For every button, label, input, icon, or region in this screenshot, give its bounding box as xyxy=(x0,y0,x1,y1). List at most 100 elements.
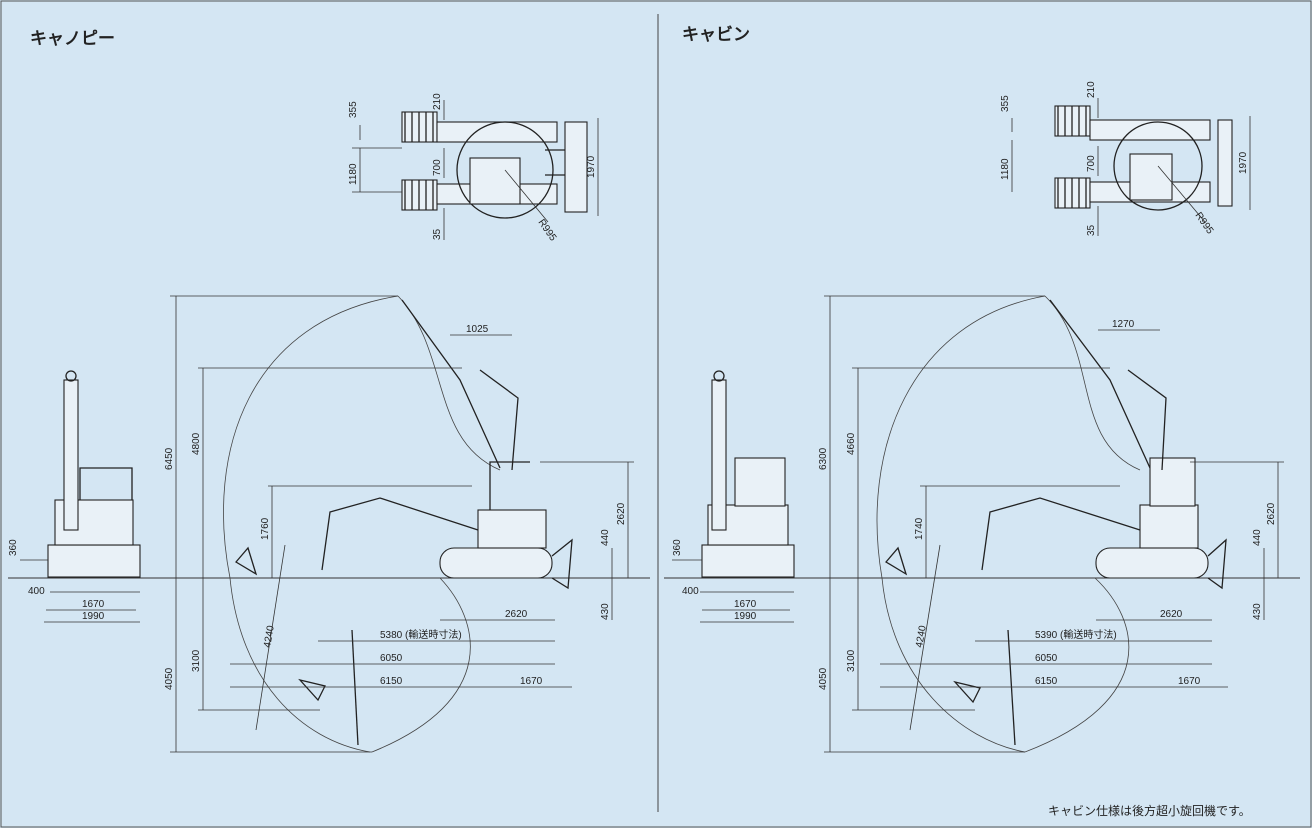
dim-1180: 1180 xyxy=(348,163,359,185)
cab-top xyxy=(1129,153,1173,201)
dim-6300: 6300 xyxy=(818,447,829,470)
side-view: 1270 6300 4660 1740 2620 440 430 2620 53… xyxy=(664,295,1300,753)
boom-raised xyxy=(1049,299,1151,469)
dim-430: 430 xyxy=(1252,603,1263,620)
dim-6150: 6150 xyxy=(380,676,403,687)
boom-raised xyxy=(401,299,501,469)
dim-440: 440 xyxy=(1252,529,1263,546)
arm-raised xyxy=(1127,369,1167,471)
dim-35: 35 xyxy=(432,228,443,240)
dim-r995: R995 xyxy=(536,217,559,243)
dim-210: 210 xyxy=(1086,81,1097,98)
blade-teeth xyxy=(404,112,434,142)
dim-r995: R995 xyxy=(1193,210,1216,236)
cabin-side xyxy=(1149,457,1196,507)
dim-5380: 5380 (輸送時寸法) xyxy=(380,628,462,641)
dim-400: 400 xyxy=(682,586,699,597)
footnote: キャビン仕様は後方超小旋回機です。 xyxy=(1048,803,1251,818)
dim-1990: 1990 xyxy=(82,611,105,622)
top-view: 355 1180 210 700 35 1970 R995 xyxy=(1000,81,1251,237)
boom-front xyxy=(63,379,79,531)
working-range-arc xyxy=(876,295,1046,753)
cabin-front xyxy=(734,457,786,507)
arm-lowered xyxy=(1007,629,1016,746)
dim-355: 355 xyxy=(348,101,359,118)
boom-extended xyxy=(321,497,479,571)
dim-1025: 1025 xyxy=(466,324,489,335)
dim-6050: 6050 xyxy=(1035,653,1058,664)
undercarriage-front xyxy=(47,544,141,578)
upper-structure xyxy=(1139,504,1199,549)
turntable-circle xyxy=(456,121,554,219)
dim-35: 35 xyxy=(1086,224,1097,236)
dim-360: 360 xyxy=(8,539,19,556)
dim-430: 430 xyxy=(600,603,611,620)
dim-1270: 1270 xyxy=(1112,319,1135,330)
bucket-reach xyxy=(885,546,908,576)
upper-structure xyxy=(477,509,547,549)
dim-2620: 2620 xyxy=(616,502,627,525)
canopy-side xyxy=(489,461,530,510)
dim-1670: 1670 xyxy=(82,599,105,610)
dim-2620-horizontal: 2620 xyxy=(505,609,528,620)
boom-front xyxy=(711,379,727,531)
dim-1760: 1760 xyxy=(260,517,271,540)
arm-lowered xyxy=(351,629,359,746)
dim-400: 400 xyxy=(28,586,45,597)
dim-4050: 4050 xyxy=(818,667,829,690)
dozer-blade-top xyxy=(1217,119,1233,207)
top-view: 355 1180 210 700 35 1970 R995 xyxy=(348,93,599,244)
dim-440: 440 xyxy=(600,529,611,546)
dim-355: 355 xyxy=(1000,95,1011,112)
cab-top xyxy=(469,157,521,205)
front-view: 360 400 1670 1990 xyxy=(672,370,795,623)
turntable-circle xyxy=(1113,121,1203,211)
dozer-blade-side xyxy=(551,538,573,590)
bucket-mid xyxy=(953,680,981,704)
dozer-blade-top xyxy=(564,121,588,213)
track-upper xyxy=(1089,119,1211,141)
dim-5390: 5390 (輸送時寸法) xyxy=(1035,628,1117,641)
track-upper xyxy=(436,121,558,143)
panel-title: キャビン xyxy=(682,25,750,45)
dim-700: 700 xyxy=(1086,155,1097,172)
dim-4240: 4240 xyxy=(262,624,277,648)
undercarriage-front xyxy=(701,544,795,578)
front-view: 360 400 1670 1990 xyxy=(8,370,141,623)
dim-4050: 4050 xyxy=(164,667,175,690)
panel-canopy: キャノピー 355 1180 210 700 xyxy=(8,29,650,753)
dim-700: 700 xyxy=(432,159,443,176)
dim-1990: 1990 xyxy=(734,611,757,622)
dim-4660: 4660 xyxy=(846,432,857,455)
panel-title: キャノピー xyxy=(30,29,115,49)
crawler-track xyxy=(1095,547,1209,579)
side-view: 1025 6450 4800 1760 2620 440 430 2620 53… xyxy=(8,295,650,753)
dim-1670-tail: 1670 xyxy=(1178,676,1201,687)
dim-1970: 1970 xyxy=(1238,151,1249,174)
bucket-reach xyxy=(235,546,258,576)
dim-1670: 1670 xyxy=(734,599,757,610)
dim-1970: 1970 xyxy=(586,155,597,178)
crawler-track xyxy=(439,547,553,579)
dim-4800: 4800 xyxy=(191,432,202,455)
dozer-blade-side xyxy=(1207,538,1227,590)
dim-2620: 2620 xyxy=(1266,502,1277,525)
bucket-mid xyxy=(298,678,326,702)
working-range-arc xyxy=(223,295,399,753)
dim-4240: 4240 xyxy=(914,624,929,648)
dim-3100: 3100 xyxy=(846,649,857,672)
dim-2620-horizontal: 2620 xyxy=(1160,609,1183,620)
dim-210: 210 xyxy=(432,93,443,110)
dim-1740: 1740 xyxy=(914,517,925,540)
canopy-front xyxy=(79,467,133,500)
dim-3100: 3100 xyxy=(191,649,202,672)
dim-1180: 1180 xyxy=(1000,158,1011,180)
boom-extended xyxy=(981,497,1141,571)
dim-6450: 6450 xyxy=(164,447,175,470)
dim-6150: 6150 xyxy=(1035,676,1058,687)
arm-raised xyxy=(479,369,519,471)
dim-360: 360 xyxy=(672,539,683,556)
